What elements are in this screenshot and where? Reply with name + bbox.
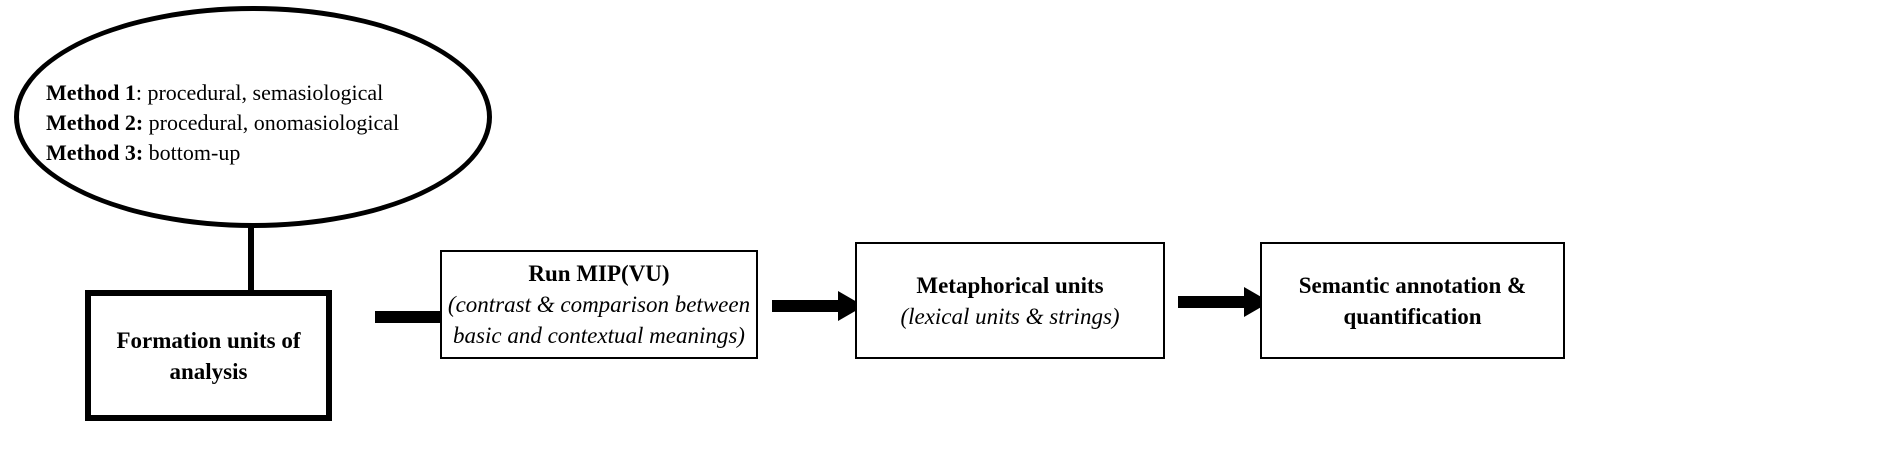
methods-ellipse [14, 6, 492, 228]
method-3-label: Method 3: [46, 140, 144, 165]
method-3: Method 3: bottom-up [46, 138, 399, 168]
step-2-sub-line-2: basic and contextual meanings) [453, 323, 745, 348]
method-1: Method 1: procedural, semasiological [46, 78, 399, 108]
method-1-sep: : [135, 80, 142, 105]
step-3-sub: (lexical units & strings) [900, 303, 1120, 329]
step-1-title-line-1: Formation units of [116, 327, 301, 353]
method-2-label: Method 2: [46, 110, 144, 135]
step-run-mip: Run MIP(VU) (contrast & comparison betwe… [440, 250, 758, 359]
method-2-text: procedural, onomasiological [143, 110, 400, 135]
method-3-text: bottom-up [143, 140, 241, 165]
method-2: Method 2: procedural, onomasiological [46, 108, 399, 138]
step-formation-units: Formation units of analysis [85, 290, 332, 421]
connector-line [248, 226, 254, 290]
methods-list: Method 1: procedural, semasiological Met… [46, 78, 399, 168]
arrow-right-icon [1178, 287, 1270, 317]
step-2-sub-line-1: (contrast & comparison between [447, 292, 751, 317]
step-3-title: Metaphorical units [916, 272, 1104, 298]
step-semantic-annotation: Semantic annotation & quantification [1260, 242, 1565, 359]
step-4-title-line-1: Semantic annotation & [1298, 272, 1527, 298]
step-4-title-line-2: quantification [1343, 303, 1482, 329]
arrow-right-icon [772, 291, 864, 321]
step-metaphorical-units: Metaphorical units (lexical units & stri… [855, 242, 1165, 359]
step-1-title-line-2: analysis [169, 358, 248, 384]
method-1-label: Method 1 [46, 80, 136, 105]
step-2-title: Run MIP(VU) [528, 261, 670, 286]
method-1-text: procedural, semasiological [141, 80, 384, 105]
